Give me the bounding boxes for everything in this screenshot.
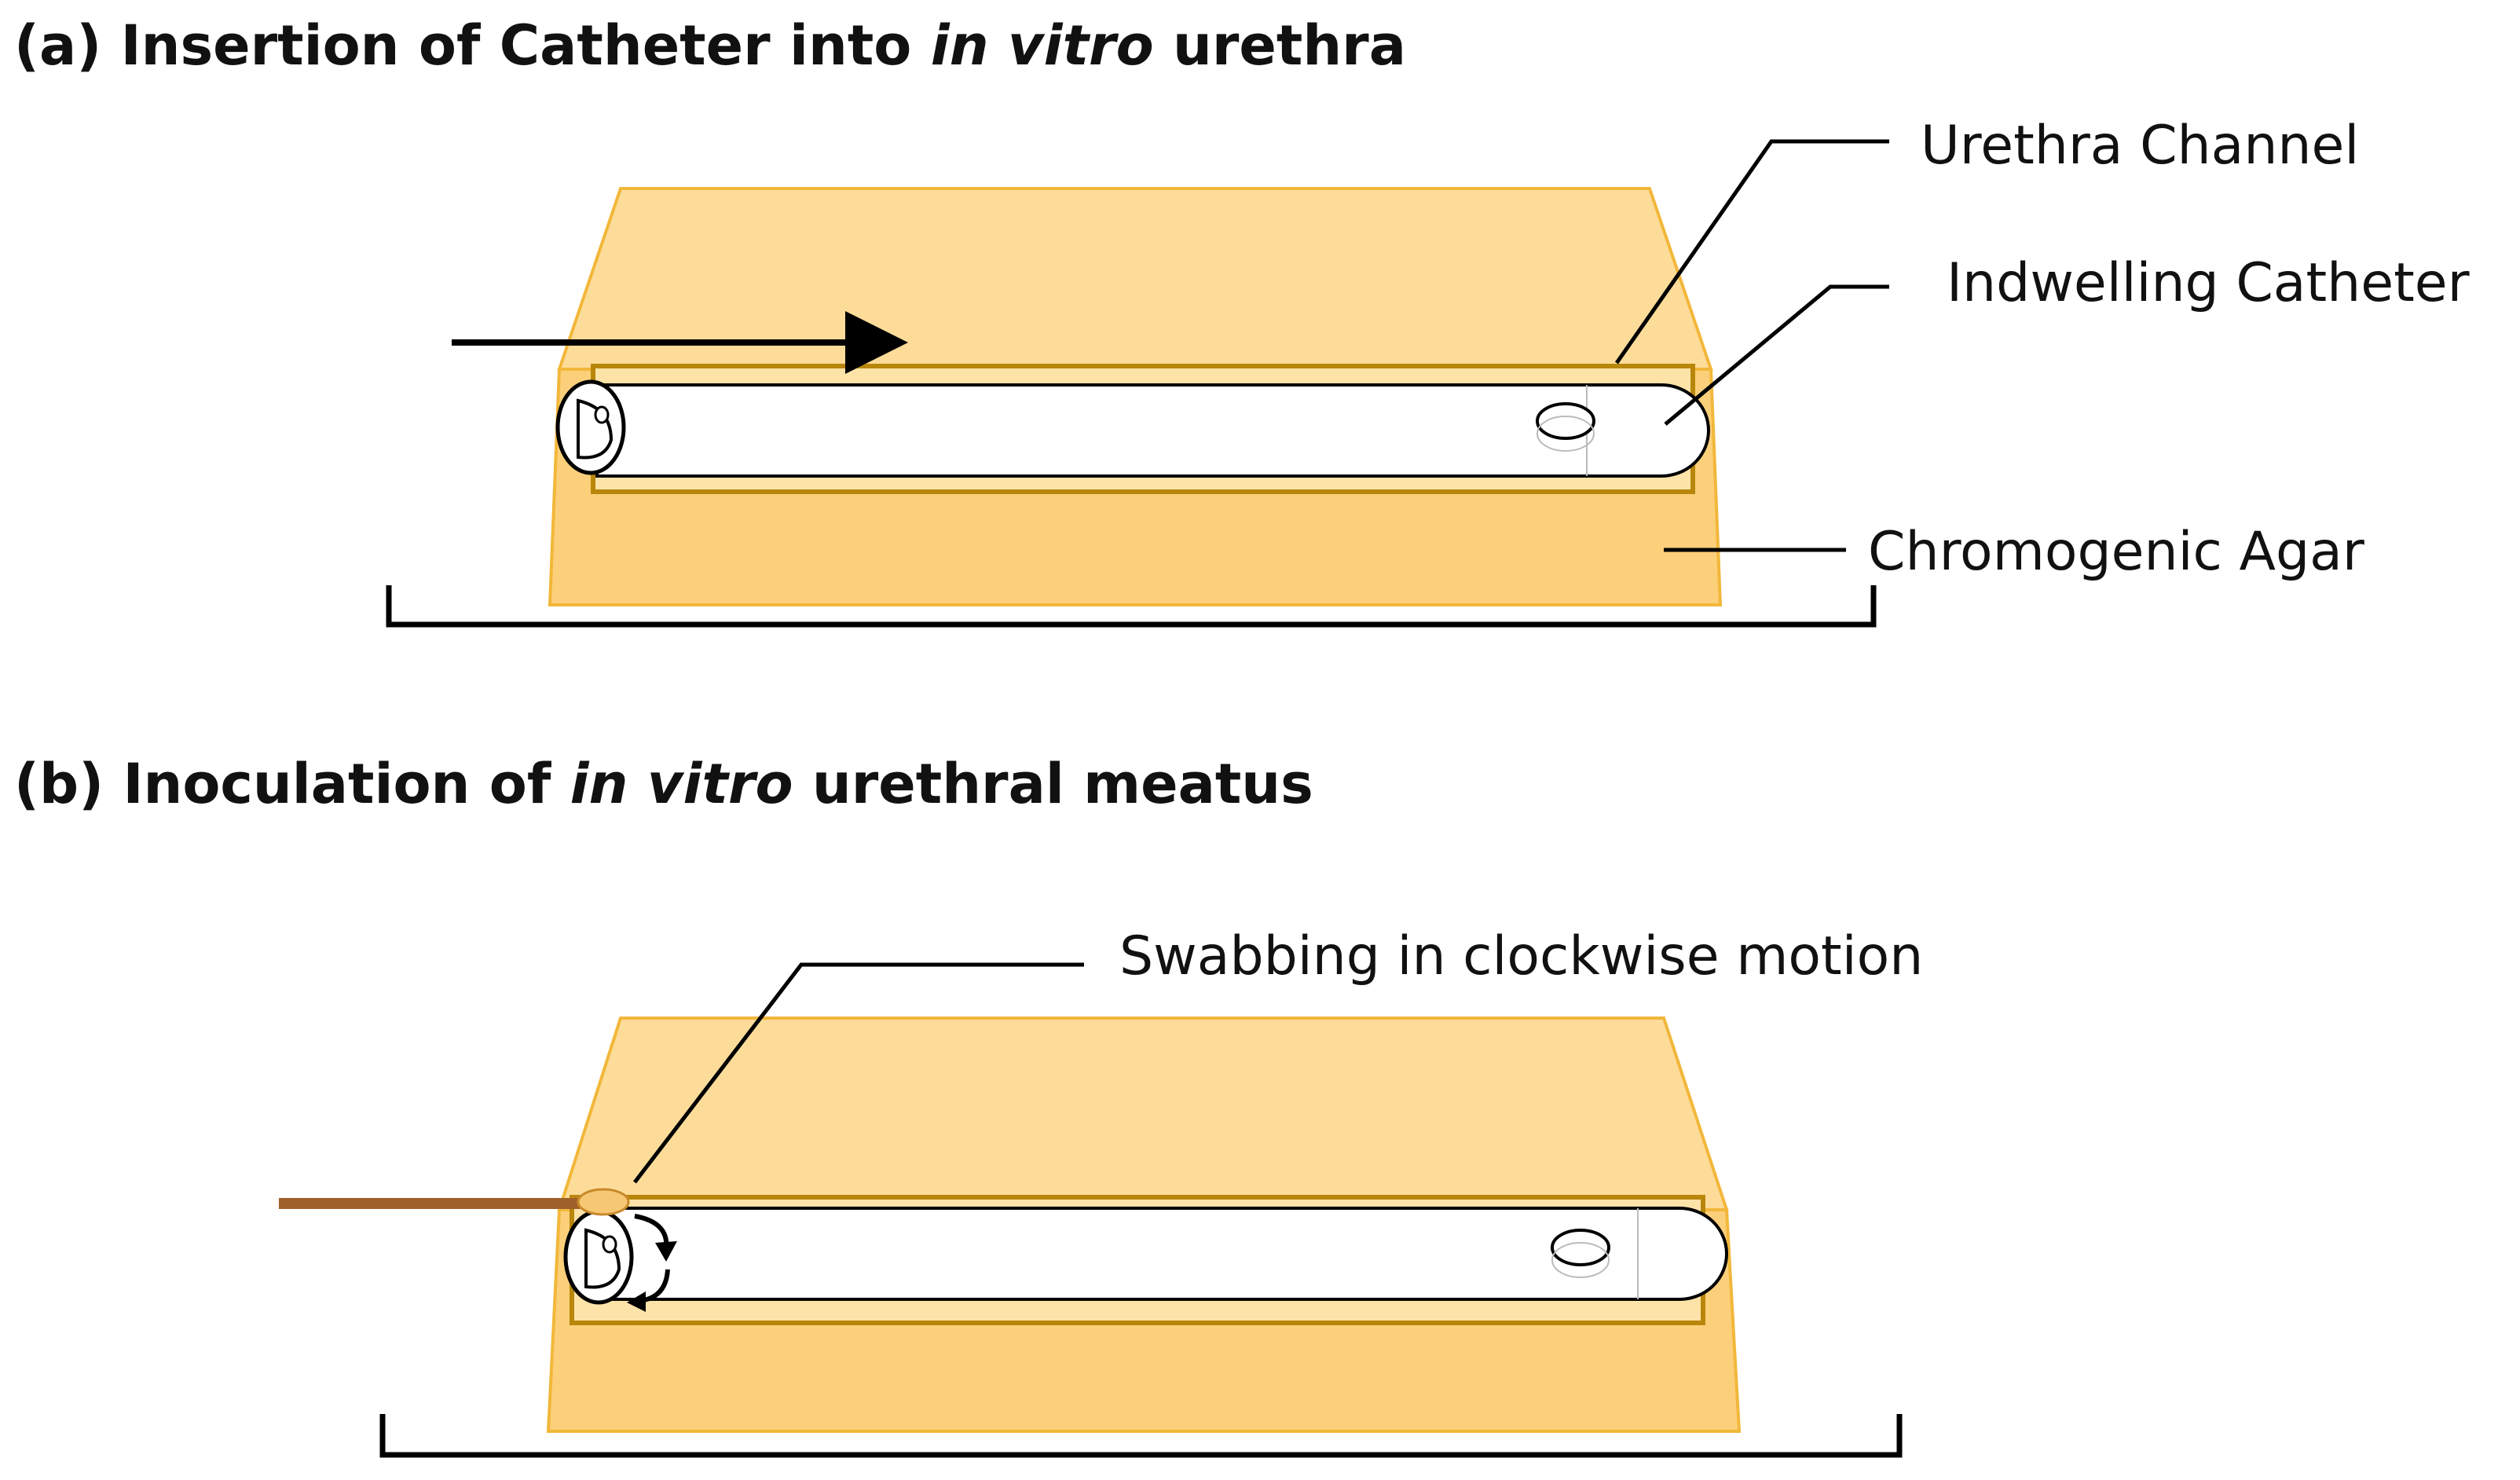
agar-block-top-b xyxy=(557,1017,1729,1211)
panel-b-title: (b) Inoculation of in vitro urethral mea… xyxy=(14,752,1313,816)
platform-bracket-b xyxy=(379,1414,1903,1458)
catheter-lumen-small-b xyxy=(602,1235,617,1254)
urethra-channel-callout xyxy=(1614,139,1889,365)
indwelling-catheter-b xyxy=(608,1207,1728,1301)
catheter-eyelet-b xyxy=(1551,1229,1610,1266)
catheter-eyelet xyxy=(1536,402,1595,440)
panel-b: (b) Inoculation of in vitro urethral mea… xyxy=(14,752,1923,1458)
clockwise-arrow-top-head xyxy=(655,1241,677,1262)
indwelling-catheter-callout xyxy=(1664,284,1889,426)
catheter-lumen-small xyxy=(594,405,610,424)
catheter-eyelet-shadow-b xyxy=(1551,1242,1610,1278)
label-indwelling-catheter: Indwelling Catheter xyxy=(1947,252,2470,314)
panel-a-title: (a) Insertion of Catheter into in vitro … xyxy=(14,13,1406,78)
catheter-eyelet-shadow xyxy=(1537,416,1595,452)
label-urethra-channel: Urethra Channel xyxy=(1921,115,2359,177)
clockwise-arrow-bottom-head xyxy=(627,1291,646,1312)
swab-tip xyxy=(577,1188,630,1216)
platform-bracket-a xyxy=(386,585,1877,628)
label-swabbing: Swabbing in clockwise motion xyxy=(1119,925,1923,987)
panel-a: (a) Insertion of Catheter into in vitro … xyxy=(14,13,2470,628)
label-chromogenic-agar: Chromogenic Agar xyxy=(1868,521,2364,583)
indwelling-catheter xyxy=(595,383,1710,478)
swabbing-callout xyxy=(633,962,1084,1184)
